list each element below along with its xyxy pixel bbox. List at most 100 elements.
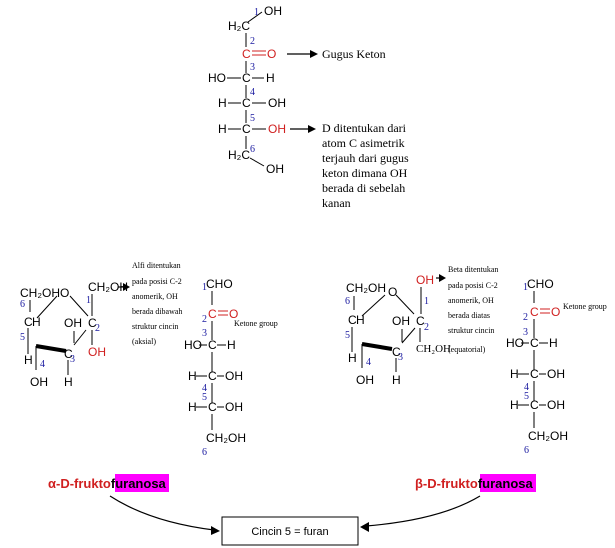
top-d-note-line-3: terjauh dari gugus (322, 151, 409, 165)
top-c1-label: H₂C (228, 19, 250, 33)
top-number-6: 6 (250, 144, 255, 155)
beta-chain-group: Ketone group (563, 302, 607, 311)
alpha-ring-n1: 1 (86, 295, 91, 306)
top-keton-label: Gugus Keton (322, 47, 386, 61)
top-o2-label: O (267, 47, 276, 61)
alpha-chain-c1: CHO (206, 277, 233, 291)
alpha-title-highlight-bg (115, 474, 169, 492)
beta-furanose-ring: CH₂OH 6 O OH 1 C H 5 OH C CH₂OH H C 3 2 … (345, 273, 451, 387)
beta-anomer-note: Beta ditentukan pada posisi C-2 anomerik… (448, 265, 498, 354)
beta-ring-n2: 2 (424, 322, 429, 333)
top-d-note-line-5: berada di sebelah (322, 181, 405, 195)
top-open-chain-fructose: H₂C 1 OH 2 C O Gugus Keton 3 HO C H 4 H … (208, 4, 409, 210)
alpha-bold-bond (35, 344, 67, 353)
alpha-chain-n3: 3 (202, 328, 207, 339)
alpha-chain-c2: C (208, 307, 217, 321)
beta-chain-c1: CHO (527, 277, 554, 291)
top-d-note-line-6: kanan (322, 196, 351, 210)
beta-chain-n3: 3 (523, 327, 528, 338)
alpha-chain-c3: C (208, 338, 217, 352)
alpha-title-highlight: furanosa (111, 476, 167, 491)
beta-ring-c2: C (416, 314, 425, 328)
alpha-note-line-5: struktur cincin (132, 322, 178, 331)
beta-ring-oh4: OH (356, 373, 374, 387)
beta-chain-c4-left: H (510, 367, 519, 381)
beta-title-prefix: β-D-frukto (415, 476, 478, 491)
alpha-bond-o-c2 (69, 295, 89, 317)
alpha-title-text: α-D-fruktofuranosa (48, 476, 167, 491)
beta-title-highlight-bg (480, 474, 536, 492)
top-c4-left: H (218, 96, 227, 110)
alpha-chain-c4: C (208, 369, 217, 383)
beta-chain-c2: C (530, 305, 539, 319)
alpha-open-chain: 1 CHO 2 C O Ketone group 3 HO C H 4 H C … (184, 277, 278, 458)
top-c2-label: C (242, 47, 251, 61)
beta-open-chain: 1 CHO 2 C O Ketone group 3 HO C H 4 H C … (506, 277, 607, 456)
alpha-furanose-ring: CH₂OH 6 O CH₂OH 1 C H 5 OH C 2 OH H 5 C … (20, 280, 130, 389)
beta-chain-o2: O (551, 305, 560, 319)
beta-note-arrowhead (439, 274, 446, 282)
top-c4-right: OH (268, 96, 286, 110)
top-number-1: 1 (254, 7, 259, 18)
beta-chain-n4: 4 (524, 382, 529, 393)
alpha-to-box-arrow (109, 495, 215, 531)
beta-ring-n4: 4 (366, 357, 371, 368)
alpha-ring-n5: 5 (20, 332, 25, 343)
top-number-2: 2 (250, 36, 255, 47)
alpha-ring-oh3: OH (64, 316, 82, 330)
alpha-ring-h4: H (24, 353, 33, 367)
beta-ring-n3: 3 (398, 352, 403, 363)
top-c5-right: OH (268, 122, 286, 136)
beta-ring-h3: H (392, 373, 401, 387)
alpha-chain-n2: 2 (202, 314, 207, 325)
alpha-ring-n4: 4 (40, 359, 45, 370)
furan-box (221, 516, 359, 546)
beta-ring-c5: C (348, 313, 357, 327)
beta-note-line-3: anomerik, OH (448, 296, 494, 305)
beta-note-line-5: struktur cincin (448, 326, 494, 335)
top-keton-arrowhead (310, 50, 318, 58)
beta-ring-o: O (388, 285, 397, 299)
top-c5-label: C (242, 122, 251, 136)
top-c3-left: HO (208, 71, 226, 85)
beta-ring-oh3: OH (392, 314, 410, 328)
alpha-chain-c5-left: H (188, 400, 197, 414)
alpha-chain-n1: 1 (202, 282, 207, 293)
beta-chain-c5-left: H (510, 398, 519, 412)
alpha-note-line-6: (aksial) (132, 337, 156, 346)
beta-bond-c5-o (361, 294, 386, 317)
beta-note-line-6: (equatorial) (448, 345, 486, 354)
alpha-ring-h3: H (64, 375, 73, 389)
beta-title-highlight: furanosa (478, 476, 534, 491)
alpha-ring-n2: 2 (95, 323, 100, 334)
alpha-ring-ch2oh1: CH₂OH (88, 280, 128, 294)
beta-to-box-arrow (365, 495, 481, 527)
alpha-note-line-2: pada posisi C-2 (132, 277, 182, 286)
alpha-chain-c3-left: HO (184, 338, 202, 352)
alpha-chain-n5: 5 (202, 392, 207, 403)
beta-ring-c3: C (392, 345, 401, 359)
alpha-note-line-3: anomerik, OH (132, 292, 178, 301)
top-number-5: 5 (250, 113, 255, 124)
beta-ring-oh1: OH (416, 273, 434, 287)
alpha-ring-c2: C (88, 316, 97, 330)
beta-chain-c4: C (530, 367, 539, 381)
alpha-ring-o: O (60, 286, 69, 300)
beta-ring-ch2oh6: CH₂OH (346, 281, 386, 295)
beta-chain-c6: CH₂OH (528, 429, 568, 443)
alpha-note-arrowhead (123, 283, 130, 291)
alpha-chain-c5: C (208, 400, 217, 414)
alpha-title-prefix: α-D-frukto (48, 476, 111, 491)
alpha-anomer-note: Alfi ditentukan pada posisi C-2 anomerik… (132, 261, 182, 346)
alpha-chain-n6: 6 (202, 447, 207, 458)
alpha-chain-c5-right: OH (225, 400, 243, 414)
beta-chain-n5: 5 (524, 391, 529, 402)
top-d-note-line-2: atom C asimetrik (322, 136, 405, 150)
alpha-ring-n3: 3 (70, 354, 75, 365)
alpha-chain-group: Ketone group (234, 319, 278, 328)
alpha-chain-n4: 4 (202, 383, 207, 394)
beta-chain-c3: C (530, 336, 539, 350)
beta-ring-n1: 1 (424, 296, 429, 307)
beta-chain-c5: C (530, 398, 539, 412)
